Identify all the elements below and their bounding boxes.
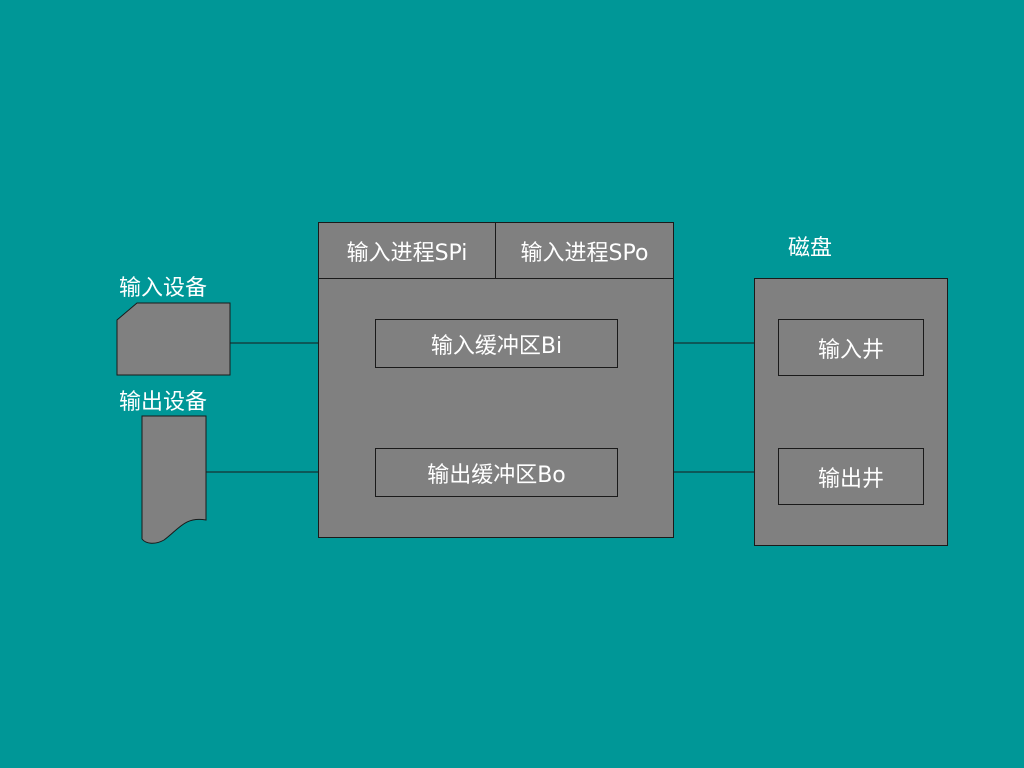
process-spo-box: 输入进程SPo bbox=[495, 222, 674, 279]
output-device-label: 输出设备 bbox=[119, 390, 208, 415]
buffer-bi-box: 输入缓冲区Bi bbox=[375, 319, 618, 368]
memory-frame bbox=[318, 278, 674, 538]
buffer-bo-box: 输出缓冲区Bo bbox=[375, 448, 618, 497]
disk-label: 磁盘 bbox=[788, 236, 833, 261]
input-device-label: 输入设备 bbox=[119, 276, 208, 301]
input-well-box: 输入井 bbox=[778, 319, 924, 376]
output-device-shape bbox=[141, 415, 207, 544]
process-spi-box: 输入进程SPi bbox=[318, 222, 496, 279]
input-device-shape bbox=[116, 302, 231, 376]
output-well-box: 输出井 bbox=[778, 448, 924, 505]
